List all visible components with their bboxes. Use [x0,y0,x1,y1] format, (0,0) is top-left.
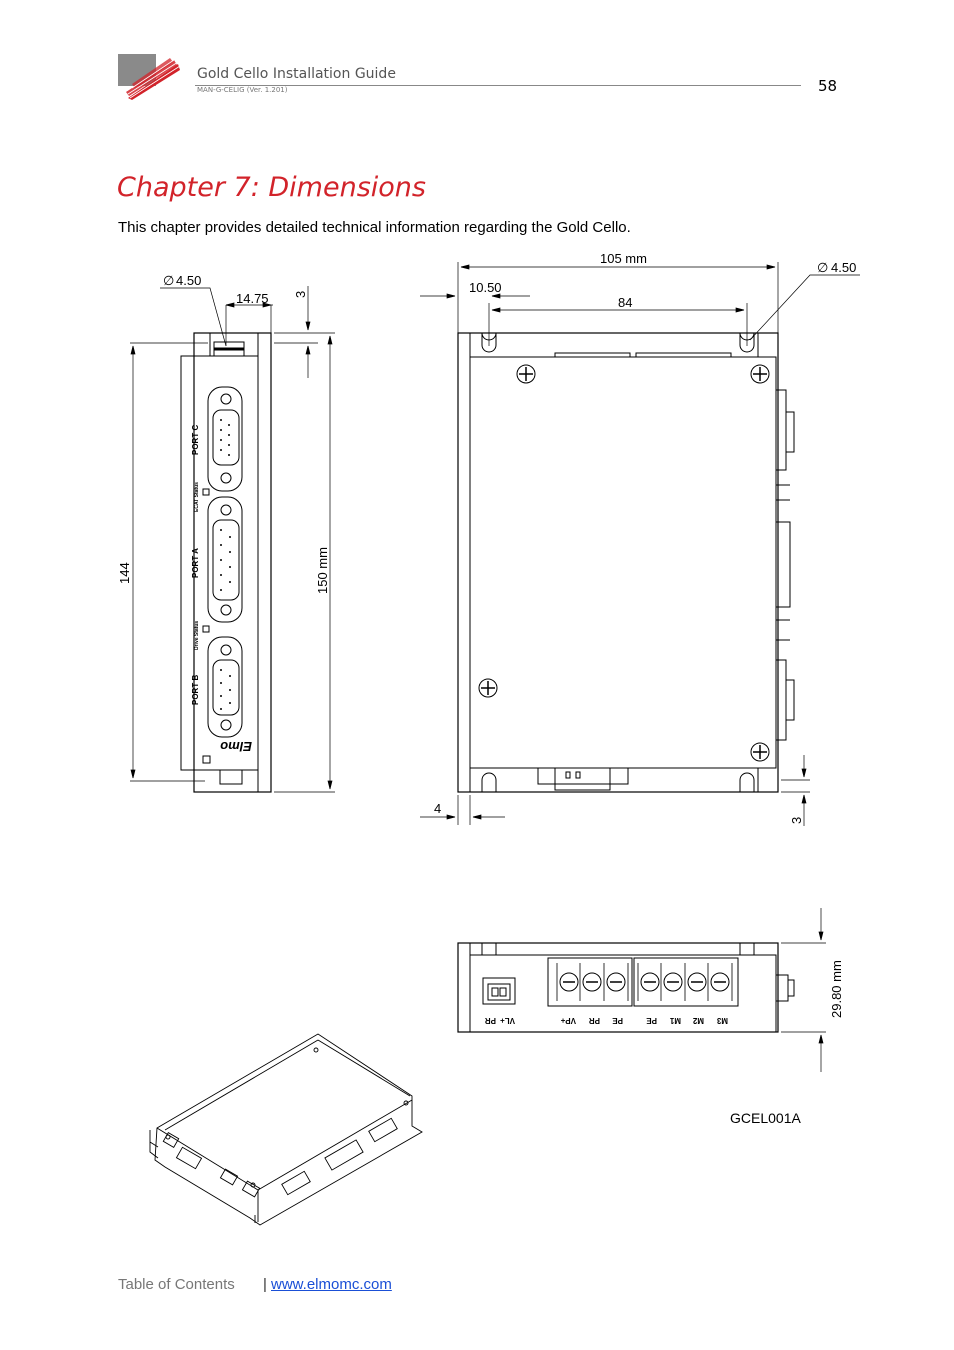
elmo-logo [118,54,182,100]
terminal-label: PE [612,1016,623,1025]
document-code: MAN-G-CELIG (Ver. 1.201) [197,86,288,94]
port-b-label: PORT B [191,675,200,705]
ecat-status-label: ECAT Status [194,482,200,512]
front-offset-1475: 14.75 [236,291,269,306]
terminal-label: PE [646,1016,657,1025]
figure-id: GCEL001A [730,1110,801,1126]
top-offset-1050: 10.50 [469,280,502,295]
terminal-label: PR [485,1016,496,1025]
header-divider [195,85,801,86]
top-width-84: 84 [618,295,632,310]
terminal-label: M2 [692,1016,704,1025]
top-offset-4: 4 [434,801,441,816]
port-c-connector [207,386,243,492]
page-number: 58 [818,77,838,95]
footer-separator: | [263,1276,267,1293]
side-height-2980: 29.80 mm [829,960,844,1018]
port-c-label: PORT C [191,425,200,455]
front-hole-diameter: 4.50 [176,273,201,288]
top-hole-diameter: 4.50 [831,260,856,275]
isometric-view [149,1033,423,1226]
elmo-brand-mark: Elmo [220,739,252,754]
chapter-intro: This chapter provides detailed technical… [118,219,631,236]
side-view: PR VL+ VP+ PR PE PE M1 M2 M3 29.80 mm [457,908,844,1072]
port-a-label: PORT A [191,548,200,578]
front-height-150: 150 mm [315,547,330,594]
header-title: Gold Cello Installation Guide [197,66,396,82]
svg-text:∅: ∅ [817,260,828,275]
mounting-screw-icon [478,364,770,762]
terminal-label: M1 [669,1016,681,1025]
terminal-label: PR [589,1016,600,1025]
chapter-title: Chapter 7: Dimensions [117,172,426,203]
dimension-drawing: PORT C PORT A PORT B ECAT Status Drive S… [0,240,954,1250]
terminal-screw-icon [559,972,730,992]
terminal-label: VP+ [560,1016,576,1025]
terminal-label: M3 [716,1016,728,1025]
front-offset-3: 3 [293,291,308,298]
front-view: PORT C PORT A PORT B ECAT Status Drive S… [117,273,335,793]
port-a-connector [207,496,243,623]
drive-status-label: Drive Status [194,621,200,650]
svg-text:∅: ∅ [163,273,174,288]
terminal-label: VL+ [500,1016,515,1025]
front-height-144: 144 [117,562,132,584]
website-link[interactable]: www.elmomc.com [271,1276,392,1293]
port-b-connector [207,636,243,738]
table-of-contents-link[interactable]: Table of Contents [118,1276,235,1293]
top-view: 105 mm ∅ 4.50 10.50 84 4 3 [420,251,860,826]
top-offset-3: 3 [789,817,804,824]
top-width-105: 105 mm [600,251,647,266]
